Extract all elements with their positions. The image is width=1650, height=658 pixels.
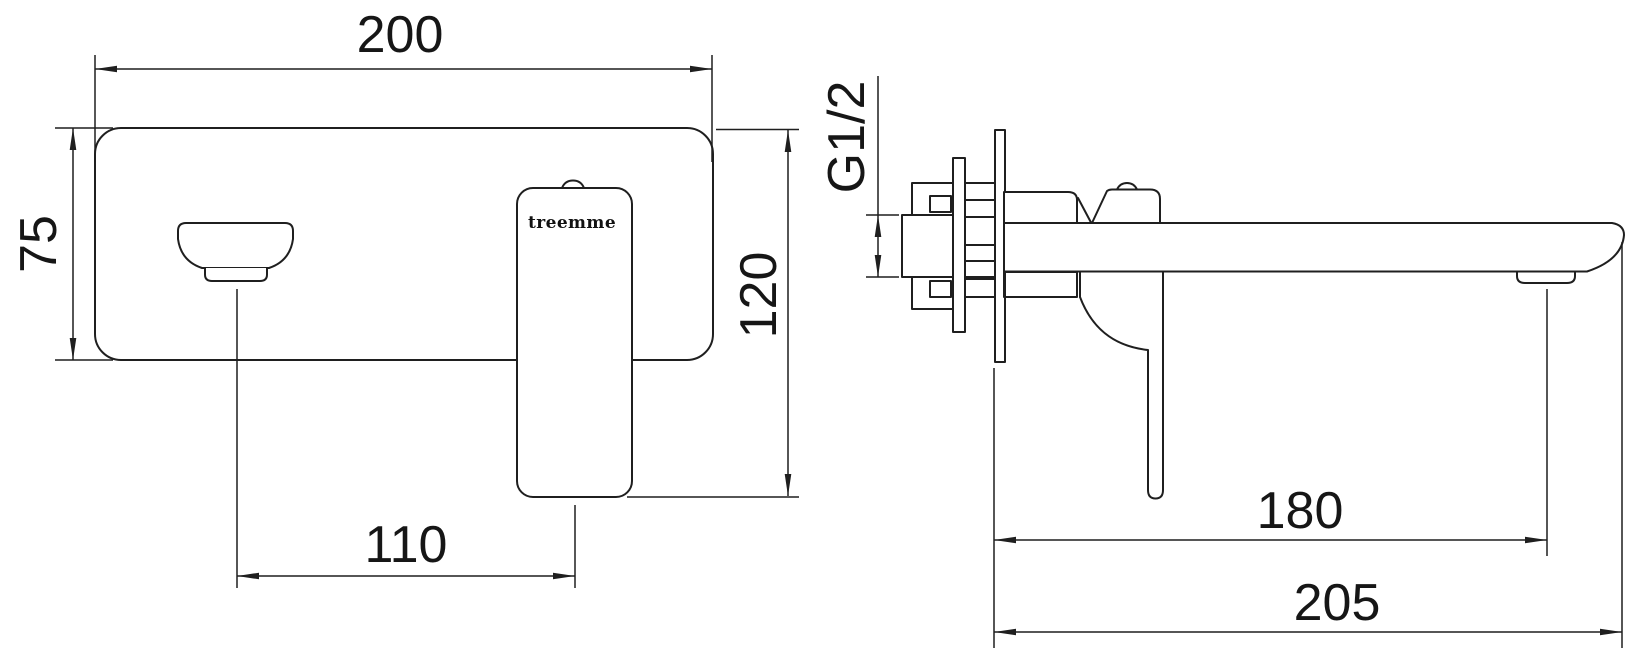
wall-connector-bottom: [964, 278, 996, 298]
dim-reach-to-aerator: 180: [994, 289, 1548, 556]
dim-spout-to-handle: 110: [236, 289, 576, 588]
wall-connector-middle: [964, 216, 996, 278]
wall-connector-top: [964, 182, 996, 201]
brand-logo: treemme: [528, 213, 616, 233]
spout-outlet-bowl: [177, 222, 294, 269]
dim-reach-to-aerator-label: 180: [1257, 482, 1344, 540]
side-view-parts: [901, 129, 1625, 500]
front-view: treemme 200 75 120 110: [10, 6, 799, 588]
handle-lever-side: [1079, 271, 1164, 500]
dim-plate-width: 200: [94, 6, 713, 162]
inwall-bracket-bar: [952, 157, 966, 333]
dim-overall-height-label: 120: [730, 252, 788, 339]
dim-inlet-thread-label: G1/2: [818, 81, 876, 194]
spout-side: [1003, 222, 1625, 273]
dim-plate-height-label: 75: [10, 215, 68, 273]
spout-outlet-lip: [204, 267, 268, 282]
dim-plate-width-label: 200: [357, 6, 444, 64]
dim-overall-reach-label: 205: [1294, 574, 1381, 632]
handle-grip-side: [1091, 188, 1161, 224]
lower-body-side: [1003, 271, 1078, 298]
handle-pin-front: [561, 179, 585, 189]
dim-overall-height: 120: [627, 128, 799, 498]
mixer-body-side: [1003, 191, 1078, 224]
dim-spout-to-handle-label: 110: [365, 516, 448, 574]
inlet-connection-box: [901, 214, 954, 278]
side-view: G1/2 180 205: [818, 76, 1625, 648]
dim-inlet-thread: G1/2: [818, 76, 899, 278]
handle-pin-side: [1116, 182, 1138, 191]
handle-front: [516, 187, 633, 498]
inwall-bottom-screw: [929, 280, 952, 298]
dim-plate-height: 75: [10, 127, 113, 361]
inwall-top-screw: [929, 195, 952, 213]
body-handle-joint-line: [1077, 197, 1092, 224]
dim-overall-reach: 205: [993, 242, 1623, 648]
aerator: [1516, 271, 1576, 284]
front-view-parts: treemme: [94, 127, 714, 498]
